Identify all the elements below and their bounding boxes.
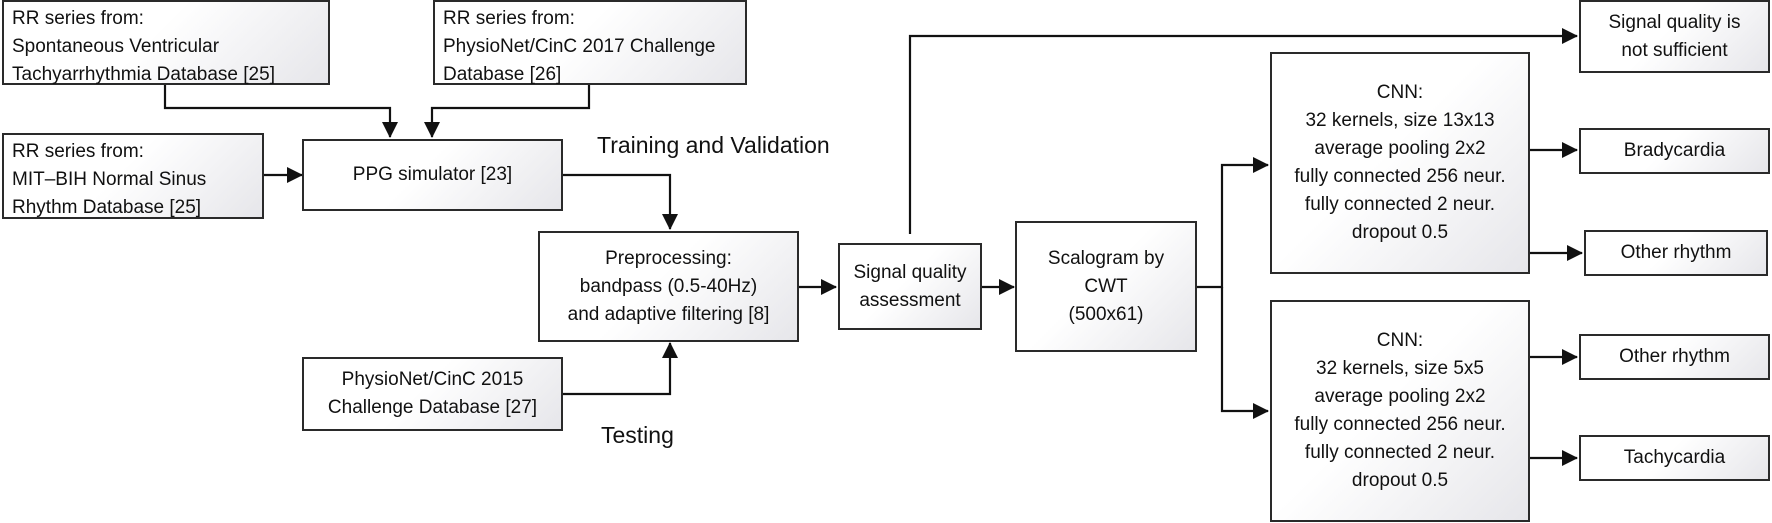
box-line: average pooling 2x2: [1314, 138, 1486, 159]
box-line: PhysioNet/CinC 2015: [341, 369, 524, 390]
box-line: Tachyarrhythmia Database [25]: [12, 64, 275, 85]
box-line: Other rhythm: [1620, 242, 1732, 263]
box-line: Challenge Database [27]: [327, 397, 538, 418]
box-line: PhysioNet/CinC 2017 Challenge: [443, 36, 716, 57]
box-line: MIT–BIH Normal Sinus: [12, 169, 207, 190]
box-line: dropout 0.5: [1351, 470, 1449, 491]
box-line: and adaptive filtering [8]: [567, 303, 770, 325]
box-bradycardia: Bradycardia: [1579, 128, 1770, 174]
box-scalogram-cwt: Scalogram by CWT (500x61): [1015, 221, 1197, 352]
box-line: PPG simulator [23]: [352, 164, 513, 185]
box-line: Other rhythm: [1619, 346, 1730, 367]
arrow-scalogram-to-cnn1: [1197, 157, 1269, 289]
box-signal-quality-insufficient: Signal quality is not sufficient: [1579, 0, 1770, 73]
arrow-svta-to-ppg: [163, 76, 398, 138]
label-training-validation: Training and Validation: [597, 132, 830, 158]
arrow-scalogram-to-cnn2: [1220, 287, 1269, 419]
box-preprocessing: Preprocessing: bandpass (0.5-40Hz) and a…: [538, 231, 799, 342]
box-other-rhythm-2: Other rhythm: [1579, 334, 1770, 380]
box-line: 32 kernels, size 5x5: [1316, 358, 1484, 379]
box-line: 32 kernels, size 13x13: [1305, 110, 1495, 131]
box-cnn-13x13: CNN: 32 kernels, size 13x13 average pool…: [1270, 52, 1530, 274]
box-rr-svta: RR series from: Spontaneous Ventricular …: [2, 0, 330, 85]
box-line: Signal quality: [853, 261, 967, 283]
box-line: RR series from:: [443, 8, 575, 29]
box-cnn-5x5: CNN: 32 kernels, size 5x5 average poolin…: [1270, 300, 1530, 522]
box-line: fully connected 2 neur.: [1304, 442, 1496, 463]
box-line: Bradycardia: [1623, 140, 1726, 161]
box-line: CWT: [1084, 275, 1128, 297]
box-rr-mitbih: RR series from: MIT–BIH Normal Sinus Rhy…: [2, 133, 264, 219]
box-line: RR series from:: [12, 141, 144, 162]
box-line: average pooling 2x2: [1314, 386, 1486, 407]
box-tachycardia: Tachycardia: [1579, 435, 1770, 481]
arrow-sqa-to-insufficient: [908, 28, 1578, 234]
box-line: fully connected 256 neur.: [1294, 166, 1506, 187]
box-line: dropout 0.5: [1351, 222, 1449, 243]
label-testing: Testing: [601, 422, 674, 448]
box-other-rhythm-1: Other rhythm: [1584, 230, 1768, 276]
box-ppg-simulator: PPG simulator [23]: [302, 139, 563, 211]
box-line: CNN:: [1376, 82, 1424, 103]
arrow-physionet2017-to-ppg: [424, 84, 591, 138]
box-line: Signal quality is: [1608, 11, 1741, 33]
box-rr-physionet2017: RR series from: PhysioNet/CinC 2017 Chal…: [433, 0, 747, 85]
box-line: bandpass (0.5-40Hz): [579, 275, 758, 297]
box-line: (500x61): [1068, 303, 1144, 325]
arrow-ppg-to-preprocessing: [563, 173, 678, 230]
box-line: Tachycardia: [1623, 447, 1726, 468]
box-line: assessment: [859, 289, 961, 311]
box-line: Database [26]: [443, 64, 562, 85]
box-line: RR series from:: [12, 8, 144, 29]
box-line: Scalogram by: [1047, 247, 1165, 269]
box-line: not sufficient: [1621, 39, 1728, 61]
box-physionet2015: PhysioNet/CinC 2015 Challenge Database […: [302, 357, 563, 431]
box-line: fully connected 256 neur.: [1294, 414, 1506, 435]
box-line: Spontaneous Ventricular: [12, 36, 220, 57]
box-line: fully connected 2 neur.: [1304, 194, 1496, 215]
box-line: Rhythm Database [25]: [12, 197, 202, 218]
box-line: CNN:: [1376, 330, 1424, 351]
box-signal-quality-assessment: Signal quality assessment: [838, 243, 982, 330]
arrow-physionet2015-to-preprocessing: [563, 342, 678, 396]
box-line: Preprocessing:: [605, 247, 732, 269]
